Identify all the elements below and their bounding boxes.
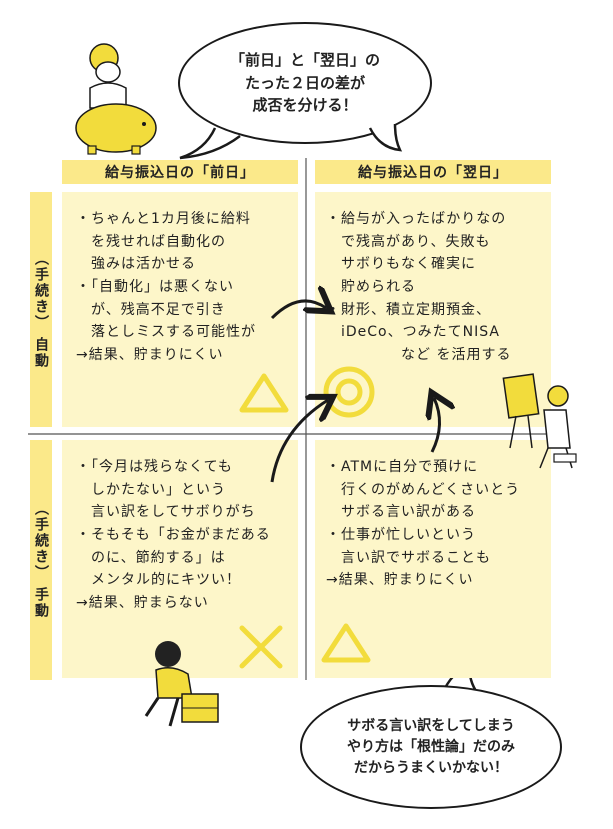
person-with-piggy-bank-illustration (75, 43, 157, 155)
cell-before-manual (62, 440, 298, 678)
text-before-auto: ・ちゃんと1カ月後に給料 を残せれば自動化の 強みは活かせる ・「自動化」は悪く… (76, 211, 256, 364)
top-bubble-text: 「前日」と「翌日」の たった２日の差が 成否を分ける！ (229, 51, 380, 115)
bottom-speech-bubble: サボる言い訳をしてしまう やり方は「根性論」だのみ だからうまくいかない！ (300, 685, 562, 809)
row-header-auto: （手続き） 自動 (30, 192, 52, 427)
triangle-icon (239, 373, 289, 413)
column-header-after-label: 給与振込日の「翌日」 (358, 165, 508, 181)
column-header-before-label: 給与振込日の「前日」 (105, 165, 255, 181)
cross-icon (239, 625, 283, 669)
column-header-before: 給与振込日の「前日」 (62, 160, 298, 184)
text-before-manual: ・「今月は残らなくても しかたない」という 言い訳をしてサボりがち ・そもそも「… (76, 459, 271, 612)
row-auto-sub: （手続き） (33, 250, 49, 331)
arrow-auto-to-after (270, 301, 326, 320)
text-after-manual: ・ATMに自分で預けに 行くのがめんどくさいとう サボる言い訳がある ・仕事が忙… (326, 459, 521, 589)
text-after-auto: ・給与が入ったばかりなの で残高があり、失敗も サボりもなく確実に 貯められる … (326, 211, 512, 364)
column-header-after: 給与振込日の「翌日」 (315, 160, 551, 184)
row-manual-sub: （手続き） (33, 501, 49, 581)
bottom-bubble-text: サボる言い訳をしてしまう やり方は「根性論」だのみ だからうまくいかない！ (347, 717, 515, 776)
arrow-after-manual-up (432, 398, 440, 453)
triangle-icon-after-manual (321, 623, 371, 663)
top-speech-bubble: 「前日」と「翌日」の たった２日の差が 成否を分ける！ (178, 22, 432, 144)
person-at-easel-illustration (502, 373, 577, 469)
row-header-manual: （手続き） 手動 (30, 440, 52, 680)
row-auto-main: 自動 (33, 336, 49, 369)
person-on-box-illustration (144, 641, 219, 727)
double-circle-icon (323, 366, 375, 418)
arrow-manual-to-after-auto (270, 400, 328, 483)
row-manual-main: 手動 (33, 587, 49, 619)
